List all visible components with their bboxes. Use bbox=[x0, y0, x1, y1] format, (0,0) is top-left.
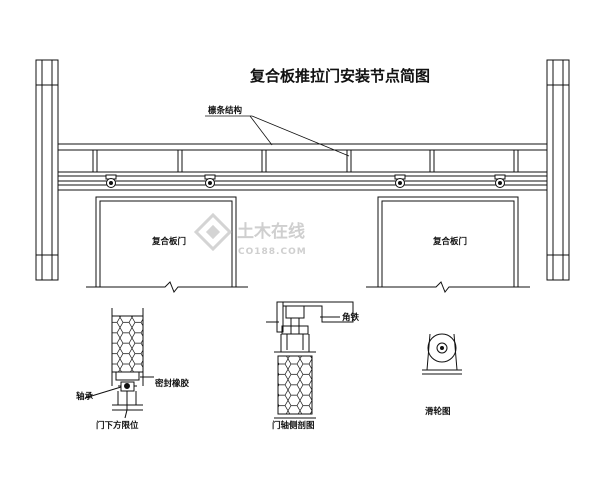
watermark-logo bbox=[193, 212, 233, 252]
label-pulley-diagram: 滑轮图 bbox=[425, 406, 451, 417]
right-door-panel bbox=[366, 196, 530, 293]
roller-wheels bbox=[105, 174, 506, 188]
left-column bbox=[35, 59, 59, 281]
label-purlin-structure: 檩条结构 bbox=[208, 105, 243, 116]
door-axis-section-detail bbox=[266, 301, 354, 419]
label-door-bottom-limit: 门下方限位 bbox=[96, 420, 139, 431]
pulley-detail bbox=[422, 333, 462, 375]
label-angle-steel: 角铁 bbox=[342, 312, 360, 323]
watermark-subtext: CO188.COM bbox=[238, 247, 307, 257]
purlin-leaders bbox=[205, 115, 350, 157]
label-left-door: 复合板门 bbox=[151, 236, 186, 247]
left-door-panel bbox=[86, 196, 248, 293]
right-column bbox=[546, 59, 570, 281]
label-bearing: 轴承 bbox=[76, 391, 94, 402]
purlin-structure bbox=[58, 143, 547, 191]
watermark-text: 土木在线 bbox=[237, 221, 305, 242]
label-door-axis-section: 门轴侧剖图 bbox=[272, 420, 315, 431]
label-right-door: 复合板门 bbox=[432, 236, 467, 247]
diagram-title: 复合板推拉门安装节点简图 bbox=[249, 67, 430, 85]
label-sealing-rubber: 密封橡胶 bbox=[154, 378, 190, 389]
door-bottom-limit-detail bbox=[84, 308, 154, 419]
